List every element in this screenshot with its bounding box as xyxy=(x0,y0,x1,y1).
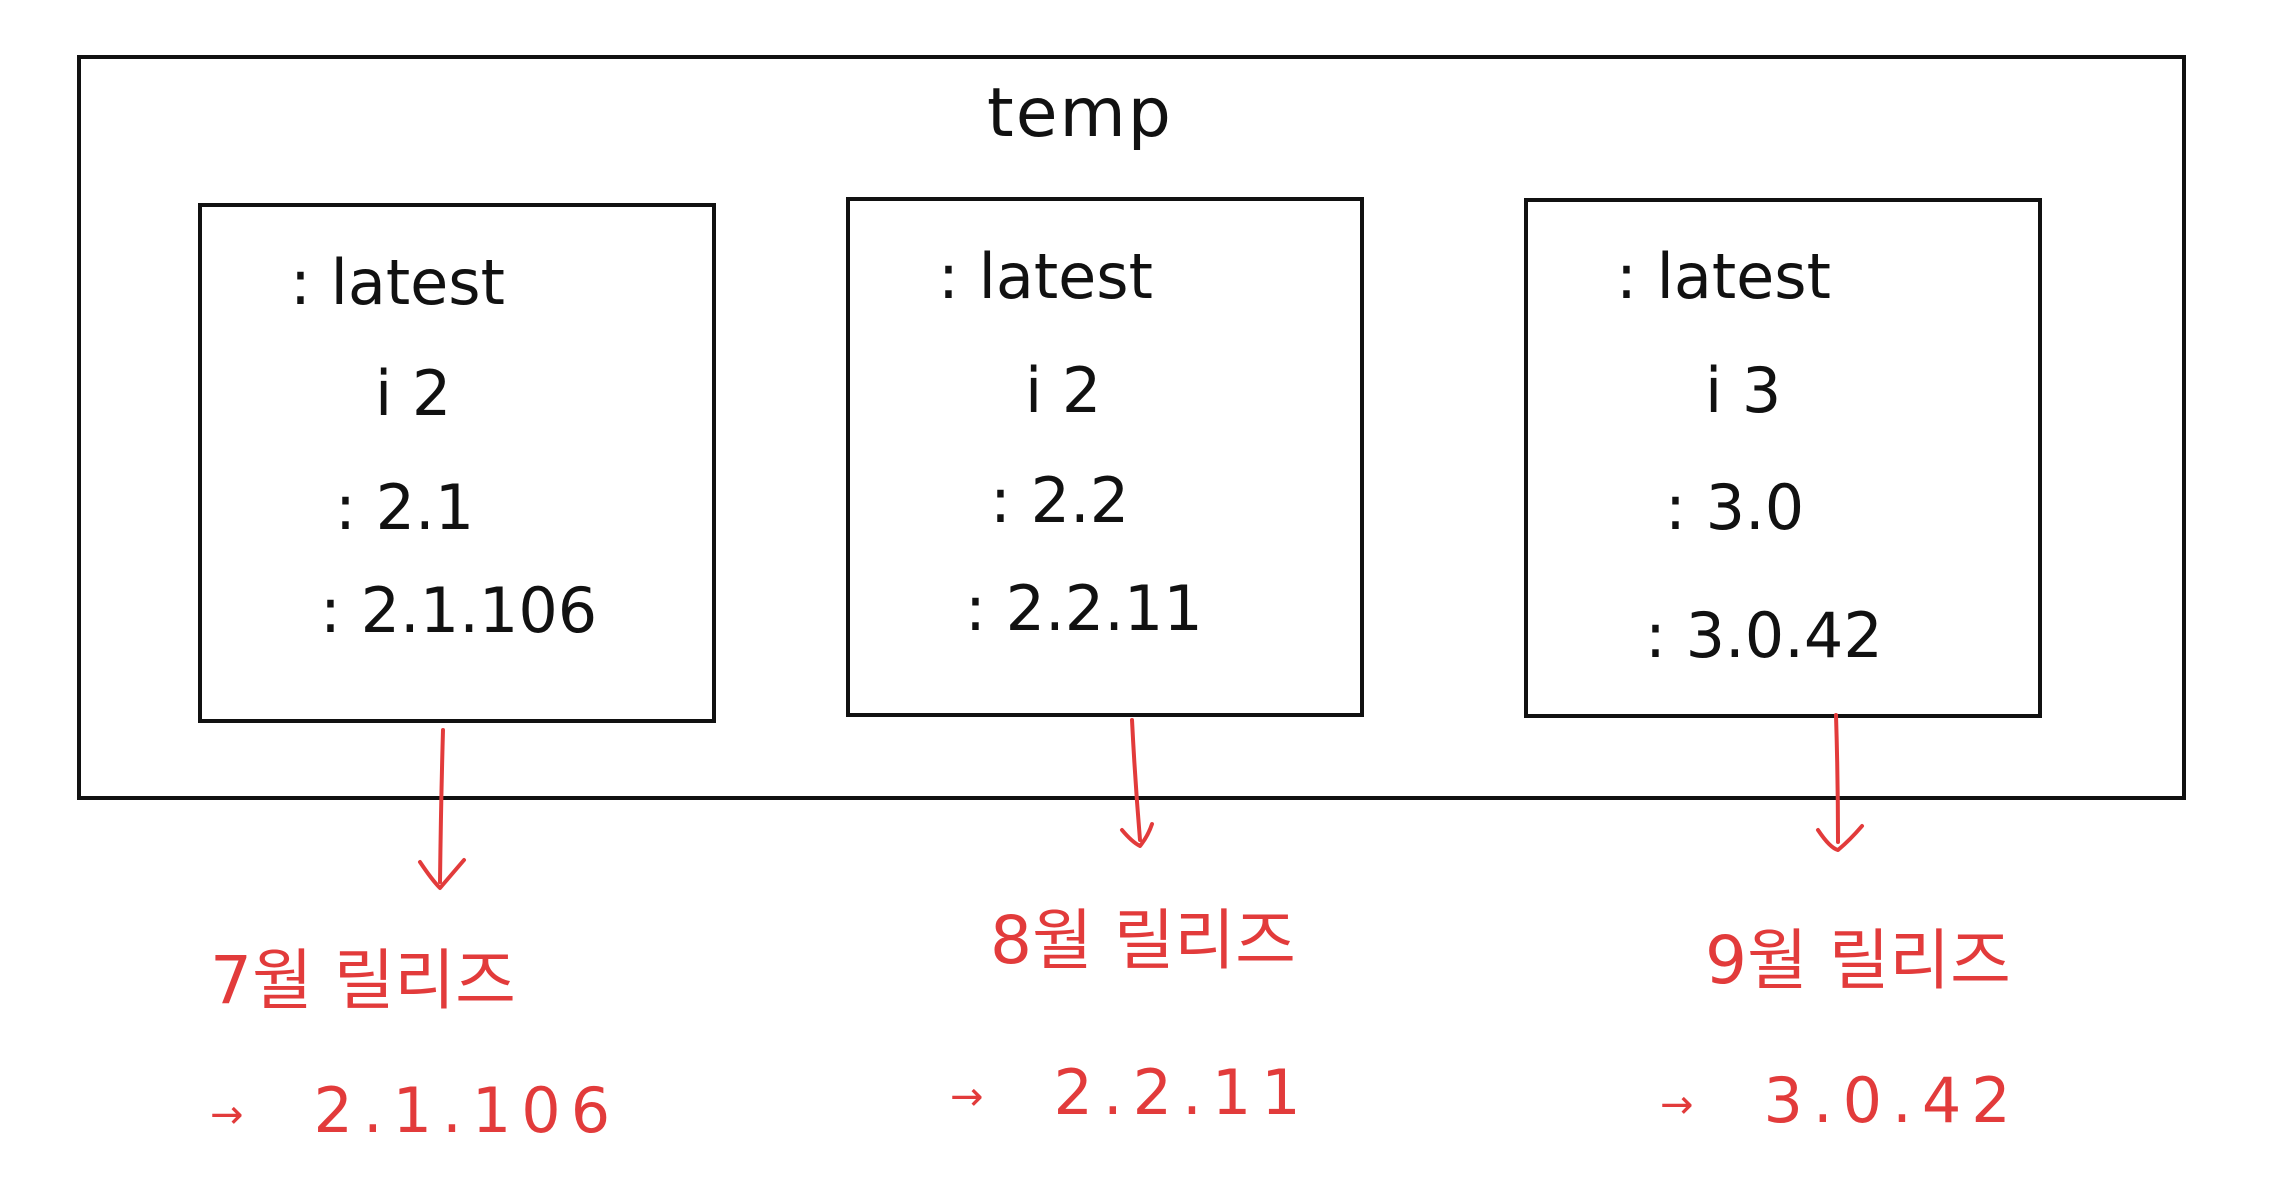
tag-box-3 xyxy=(1524,198,2042,718)
tag-minor-2: : 2.2 xyxy=(990,464,1130,537)
tag-latest-1: : latest xyxy=(290,246,505,319)
tag-major-2: i 2 xyxy=(1025,354,1102,427)
tag-latest-2: : latest xyxy=(938,240,1153,313)
tag-minor-3: : 3.0 xyxy=(1665,471,1805,544)
tag-box-2 xyxy=(846,197,1364,717)
release-version-3: 3.0.42 xyxy=(1763,1064,2021,1137)
tag-minor-1: : 2.1 xyxy=(335,471,475,544)
tag-latest-3: : latest xyxy=(1616,240,1831,313)
release-version-line-1: →2.1.106 xyxy=(210,1080,620,1142)
tag-major-1: i 2 xyxy=(375,357,452,430)
release-version-2: 2.2.11 xyxy=(1053,1056,1311,1129)
tag-patch-3: : 3.0.42 xyxy=(1645,599,1883,672)
arrow-right-icon: → xyxy=(1660,1081,1694,1128)
container-title: temp xyxy=(987,74,1173,153)
arrow-right-icon: → xyxy=(950,1073,984,1120)
release-version-1: 2.1.106 xyxy=(313,1074,621,1147)
tag-patch-2: : 2.2.11 xyxy=(965,572,1203,645)
tag-patch-1: : 2.1.106 xyxy=(320,574,598,647)
release-label-3: 9월 릴리즈 xyxy=(1705,922,2011,999)
arrow-right-icon: → xyxy=(210,1091,244,1138)
release-label-1: 7월 릴리즈 xyxy=(210,942,516,1019)
release-version-line-2: →2.2.11 xyxy=(950,1062,1311,1124)
tag-major-3: i 3 xyxy=(1705,354,1782,427)
tag-box-1 xyxy=(198,203,716,723)
release-version-line-3: →3.0.42 xyxy=(1660,1070,2021,1132)
release-label-2: 8월 릴리즈 xyxy=(990,902,1296,979)
